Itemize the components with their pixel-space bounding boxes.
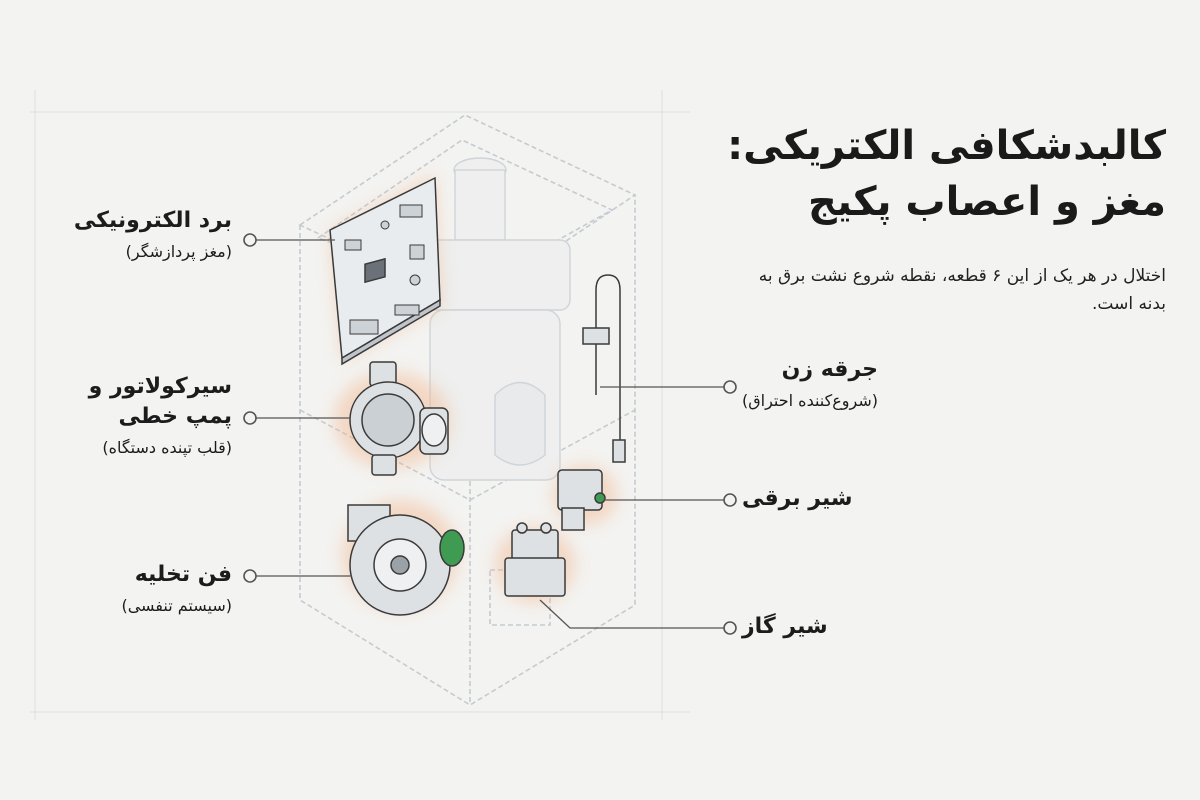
- sketch-frame-lines: [30, 90, 690, 720]
- dot-pump: [243, 411, 257, 425]
- dot-fan: [243, 569, 257, 583]
- solenoid-name: شیر برقی: [742, 486, 853, 511]
- igniter-note: (شروع‌کننده احتراق): [742, 391, 878, 410]
- igniter-name: جرقه زن: [781, 357, 878, 382]
- pump-name-line-2: پمپ خطی: [118, 404, 232, 429]
- board-name: برد الکترونیکی: [73, 208, 232, 233]
- leader-gas-valve: [539, 599, 730, 629]
- title-line-1: کالبدشکافی الکتریکی:: [727, 123, 1166, 169]
- internal-sketch: [419, 157, 571, 481]
- board-note: (مغز پردازشگر): [125, 242, 232, 261]
- label-gas-valve: شیر گاز: [742, 612, 828, 642]
- dot-solenoid: [723, 493, 737, 507]
- leader-dots: [243, 233, 737, 635]
- circulator-pump-drawing: [349, 361, 449, 476]
- title-line-2: مغز و اعصاب پکیج: [808, 179, 1166, 225]
- exhaust-fan-drawing: [347, 504, 465, 616]
- dot-gas-valve: [723, 621, 737, 635]
- pump-note: (قلب تپنده دستگاه): [102, 438, 232, 457]
- leader-lines: [250, 239, 730, 629]
- fan-name: فن تخلیه: [134, 562, 232, 587]
- pump-name-line-1: سیرکولاتور و: [88, 374, 232, 399]
- gas-valve-name: شیر گاز: [742, 614, 828, 639]
- label-igniter: جرقه زن (شروع‌کننده احتراق): [742, 355, 878, 413]
- electronic-board-drawing: [329, 176, 441, 366]
- solenoid-valve-drawing: [557, 469, 606, 531]
- diagram-title: کالبدشکافی الکتریکی: مغز و اعصاب پکیج: [646, 118, 1166, 230]
- label-circulator-pump: سیرکولاتور و پمپ خطی (قلب تپنده دستگاه): [89, 372, 232, 460]
- description-text: اختلال در هر یک از این ۶ قطعه، نقطه شروع…: [758, 266, 1166, 314]
- label-solenoid-valve: شیر برقی: [742, 484, 853, 514]
- dot-igniter: [723, 380, 737, 394]
- label-exhaust-fan: فن تخلیه (سیستم تنفسی): [121, 560, 232, 618]
- label-electronic-board: برد الکترونیکی (مغز پردازشگر): [74, 206, 232, 264]
- gas-valve-drawing: [504, 522, 566, 597]
- fan-note: (سیستم تنفسی): [121, 596, 232, 615]
- dot-board: [243, 233, 257, 247]
- igniter-drawing: [582, 274, 626, 463]
